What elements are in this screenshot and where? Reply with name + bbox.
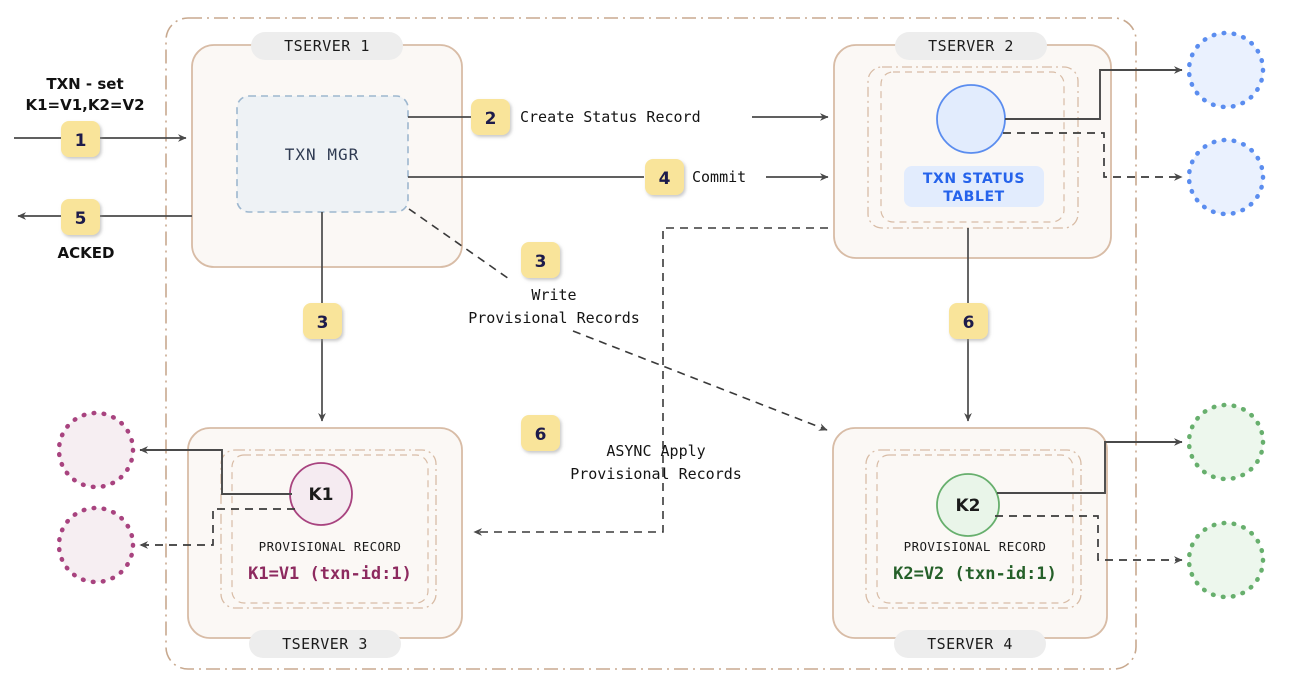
txn-mgr-label: TXN MGR — [285, 145, 359, 164]
commit-label: Commit — [692, 168, 746, 186]
k2-label: K2 — [955, 496, 980, 516]
arrow-async-apply-to-ts3 — [473, 227, 828, 536]
tserver-3-tablet-inner — [231, 454, 429, 604]
txn-status-tablet-label-2: TABLET — [943, 189, 1005, 205]
tserver-2-tablet-inner — [880, 71, 1065, 223]
tserver-3-tablet-group — [220, 449, 437, 609]
txn-status-tablet-pill — [904, 166, 1044, 207]
step-badge-2[interactable] — [471, 99, 510, 135]
cluster-boundary — [165, 17, 1137, 670]
ts3-record-value: K1=V1 (txn-id:1) — [248, 564, 412, 584]
step-badge-3-vertical[interactable] — [303, 303, 342, 339]
tserver-2-tablet-group — [867, 66, 1079, 229]
replica-green-top[interactable] — [1186, 402, 1266, 482]
step-badge-4-num: 4 — [659, 169, 671, 189]
step-badge-2-num: 2 — [485, 109, 497, 129]
step-badge-6-label[interactable] — [521, 415, 560, 451]
arrow-ts2-replica-top — [1005, 66, 1183, 120]
client-request-line2: K1=V1,K2=V2 — [25, 96, 144, 114]
step-badge-1-num: 1 — [75, 131, 87, 151]
replica-blue-top[interactable] — [1186, 30, 1266, 110]
step-badge-3-diagonal-num: 3 — [535, 252, 547, 272]
replica-blue-bottom[interactable] — [1186, 137, 1266, 217]
step-badge-6-label-num: 6 — [535, 425, 547, 445]
step-badge-1[interactable] — [61, 121, 100, 157]
async-apply-label-2: Provisional Records — [570, 465, 742, 483]
step-badge-5[interactable] — [61, 199, 100, 235]
arrow-ts2-replica-bottom — [1003, 132, 1183, 181]
arrow-ts3-replica-bottom — [139, 508, 295, 549]
tserver-4-pill — [894, 630, 1046, 658]
acked-label: ACKED — [58, 244, 115, 262]
replica-green-bottom[interactable] — [1186, 520, 1266, 600]
write-provisional-label-1: Write — [531, 286, 576, 304]
txn-status-tablet-circle[interactable] — [936, 84, 1006, 154]
step-badge-5-num: 5 — [75, 209, 87, 229]
create-status-record-label: Create Status Record — [520, 108, 701, 126]
step-badge-6-vertical[interactable] — [949, 303, 988, 339]
tserver-1-pill — [251, 32, 403, 60]
replica-pink-top[interactable] — [56, 410, 136, 490]
tserver-2-pill — [895, 32, 1047, 60]
tserver-2-title: TSERVER 2 — [928, 37, 1014, 55]
arrow-ts4-replica-bottom — [995, 515, 1183, 564]
tserver-4-title: TSERVER 4 — [927, 635, 1013, 653]
step-badge-3-vertical-num: 3 — [317, 313, 329, 333]
tserver-1-title: TSERVER 1 — [284, 37, 370, 55]
k1-label: K1 — [308, 485, 333, 505]
arrow-ts3-replica-top — [139, 446, 292, 495]
step-badge-6-vertical-num: 6 — [963, 313, 975, 333]
step-badge-4[interactable] — [645, 159, 684, 195]
tserver-3-title: TSERVER 3 — [282, 635, 368, 653]
ts3-record-caption: PROVISIONAL RECORD — [259, 539, 402, 554]
txn-status-tablet-label-1: TXN STATUS — [923, 171, 1025, 187]
write-provisional-label-2: Provisional Records — [468, 309, 640, 327]
arrow-ts4-replica-top — [997, 438, 1183, 494]
tserver-4-tablet-inner — [876, 454, 1074, 604]
arrow-write-provisional-diagonal-a — [408, 208, 513, 282]
ts4-record-value: K2=V2 (txn-id:1) — [893, 564, 1057, 584]
k2-circle[interactable] — [936, 473, 1000, 537]
ts4-record-caption: PROVISIONAL RECORD — [904, 539, 1047, 554]
tserver-4-tablet-group — [865, 449, 1082, 609]
async-apply-label-1: ASYNC Apply — [606, 442, 705, 460]
replica-pink-bottom[interactable] — [56, 505, 136, 585]
tserver-3-box[interactable] — [187, 427, 463, 639]
arrow-write-provisional-diagonal-b — [572, 330, 828, 431]
step-badge-3-diagonal[interactable] — [521, 242, 560, 278]
tserver-3-pill — [249, 630, 401, 658]
client-request-line1: TXN - set — [46, 75, 123, 93]
